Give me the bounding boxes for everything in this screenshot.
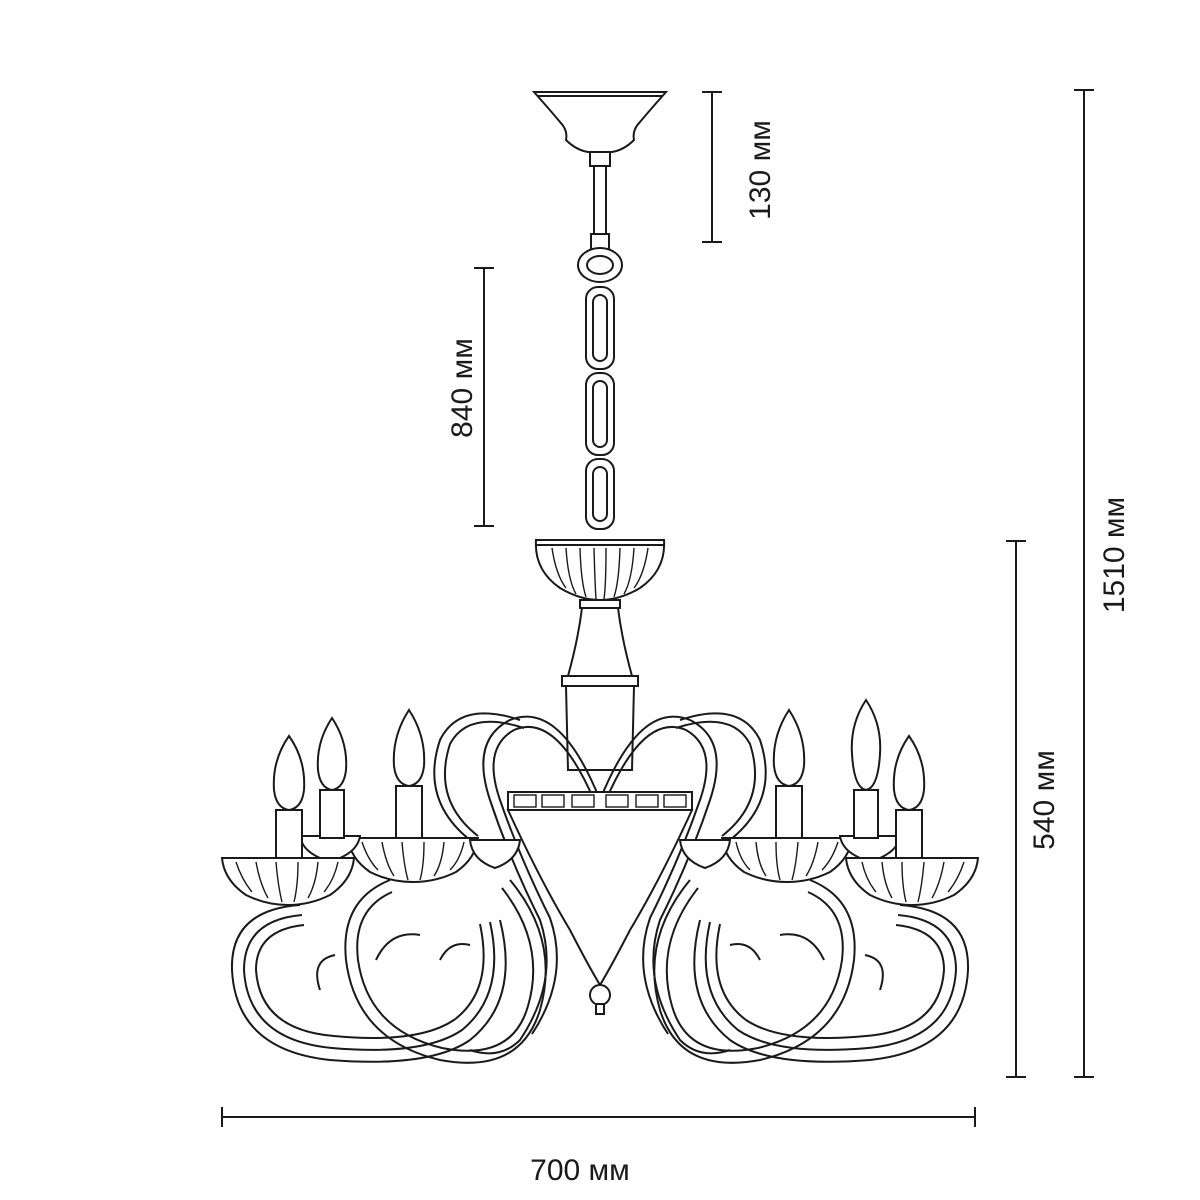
right-candle-cups [720, 698, 980, 907]
central-stem [561, 607, 639, 771]
left-candle-cups [220, 708, 480, 907]
top-bowl [534, 539, 666, 609]
center-cone [506, 791, 694, 1015]
right-scroll-arms [653, 879, 970, 1064]
canopy-rod [590, 165, 610, 253]
front-s-arms [469, 715, 731, 1055]
back-arms [433, 712, 767, 841]
chandelier [220, 91, 980, 1064]
dim-width-label: 700 мм [530, 1154, 630, 1187]
dim-canopy: 130 мм [702, 91, 777, 243]
dim-body-height-label: 540 мм [1028, 750, 1061, 850]
chain [577, 247, 623, 530]
dim-chain-label: 840 мм [446, 338, 479, 438]
inner-cups [468, 839, 732, 870]
dim-total-height: 1510 мм [1074, 89, 1131, 1078]
dim-canopy-label: 130 мм [744, 120, 777, 220]
dim-chain: 840 мм [446, 267, 494, 527]
dim-total-height-label: 1510 мм [1098, 497, 1131, 613]
ceiling-canopy [531, 91, 669, 167]
dim-body-height: 540 мм [1006, 540, 1061, 1078]
dim-width: 700 мм [221, 1107, 976, 1187]
left-scroll-arms [230, 879, 547, 1064]
